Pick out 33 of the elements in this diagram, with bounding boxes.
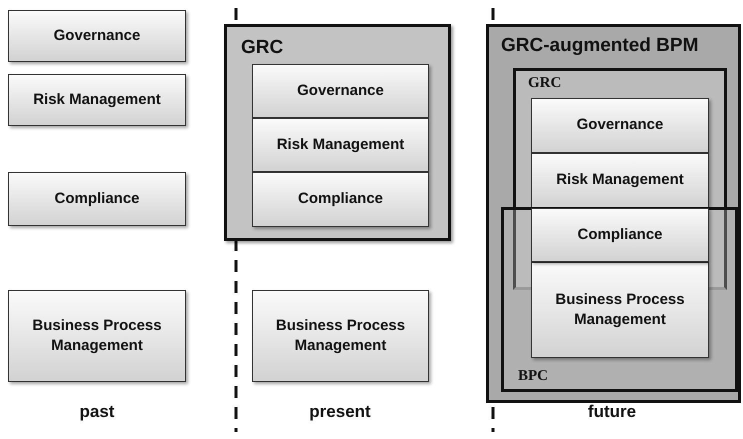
stack-box [252,118,429,172]
stack-box [8,10,186,62]
era-label: past [80,402,114,422]
group-title: GRC [528,75,562,92]
box-label: Business Process Management [554,290,686,330]
group-title: BPC [518,368,548,385]
stack-box [252,172,429,227]
box-label: Risk Management [556,170,684,190]
box-label: Business Process Management [31,316,163,356]
box-label: Risk Management [33,90,161,110]
box-label: Compliance [577,224,663,245]
stack-box [252,64,429,118]
box-label: Governance [576,115,664,136]
group-frame [486,24,741,403]
box-label: Governance [297,80,384,101]
group-frame [224,24,451,241]
group-title: GRC [241,37,284,59]
group-title: GRC-augmented BPM [501,35,698,57]
stack-box [8,74,186,126]
era-label: future [588,402,636,422]
box-label: Risk Management [276,134,404,155]
stack-box [8,290,186,382]
stack-box [531,98,709,153]
stack-box [531,208,709,262]
stack-box [531,153,709,208]
box-label: Compliance [298,189,384,210]
stack-box [8,172,186,226]
box-label: Business Process Management [274,316,406,356]
stack-box [252,290,429,382]
era-label: present [309,402,371,422]
box-label: Compliance [54,188,140,209]
stack-box [531,262,709,358]
box-label: Governance [54,26,140,46]
